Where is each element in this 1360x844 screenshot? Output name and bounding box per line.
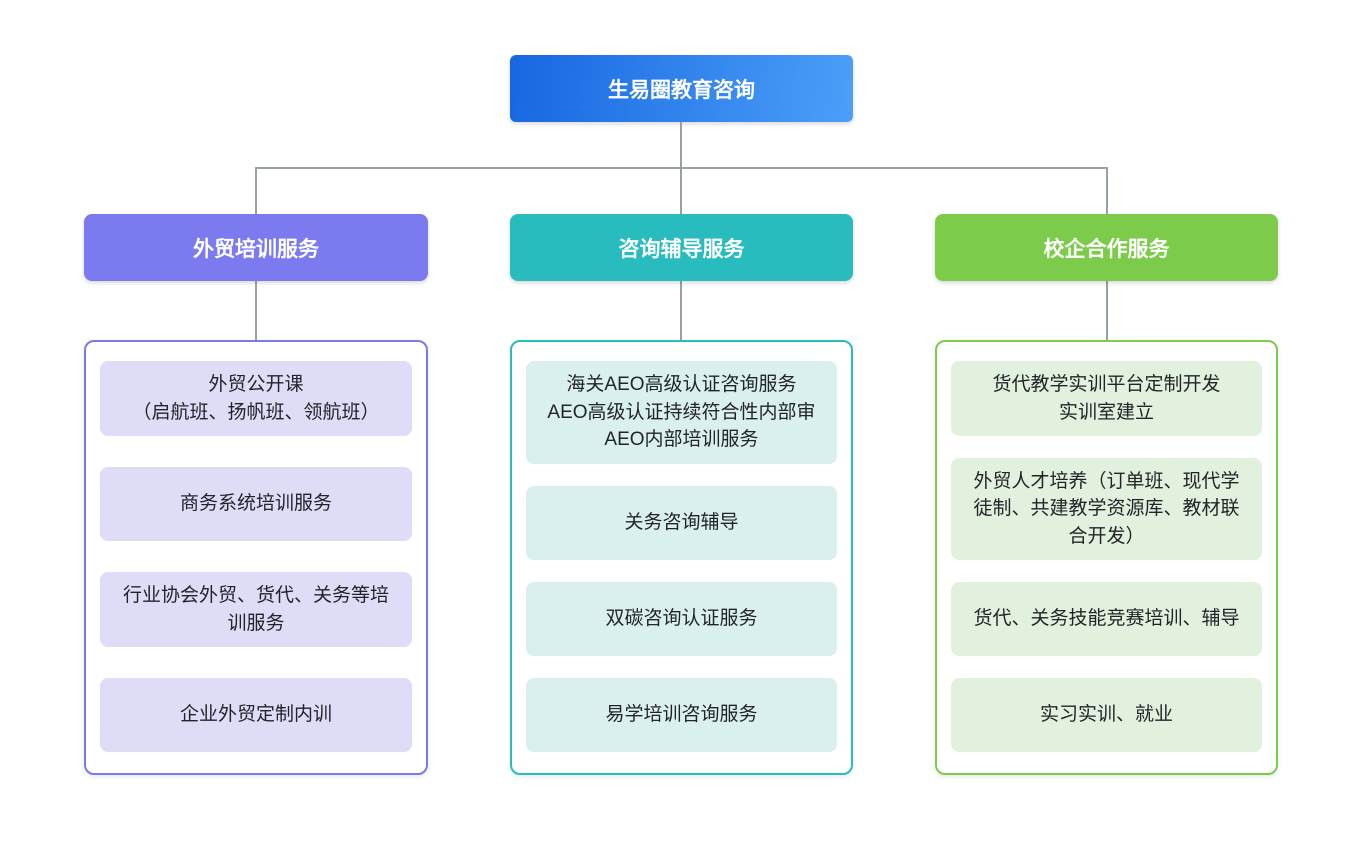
leaf-item: 货代教学实训平台定制开发 实训室建立 (951, 361, 1262, 437)
connector-drop-right (1106, 167, 1108, 214)
branch-node-trade-training: 外贸培训服务 (84, 214, 428, 281)
branch-node-consulting: 咨询辅导服务 (510, 214, 853, 281)
connector-branch-left-stem (255, 281, 257, 340)
connector-branch-middle-stem (680, 281, 682, 340)
leaf-item: 海关AEO高级认证咨询服务 AEO高级认证持续符合性内部审 AEO内部培训服务 (526, 361, 837, 464)
leaf-item: 双碳咨询认证服务 (526, 581, 837, 656)
leaf-item: 实习实训、就业 (951, 677, 1262, 752)
group-trade-training: 外贸公开课 （启航班、扬帆班、领航班） 商务系统培训服务 行业协会外贸、货代、关… (84, 340, 428, 775)
group-consulting: 海关AEO高级认证咨询服务 AEO高级认证持续符合性内部审 AEO内部培训服务 … (510, 340, 853, 775)
leaf-item: 关务咨询辅导 (526, 485, 837, 560)
connector-drop-middle (680, 167, 682, 214)
leaf-item: 货代、关务技能竞赛培训、辅导 (951, 582, 1262, 657)
connector-branch-right-stem (1106, 281, 1108, 340)
branch-node-school-enterprise: 校企合作服务 (935, 214, 1278, 281)
leaf-item: 外贸公开课 （启航班、扬帆班、领航班） (100, 361, 412, 437)
root-node: 生易圈教育咨询 (510, 55, 853, 122)
leaf-item: 外贸人才培养（订单班、现代学徒制、共建教学资源库、教材联合开发） (951, 457, 1262, 561)
connector-drop-left (255, 167, 257, 214)
leaf-item: 易学培训咨询服务 (526, 677, 837, 752)
leaf-item: 行业协会外贸、货代、关务等培训服务 (100, 571, 412, 648)
connector-root-stem (680, 122, 682, 168)
leaf-item: 企业外贸定制内训 (100, 678, 412, 752)
group-school-enterprise: 货代教学实训平台定制开发 实训室建立 外贸人才培养（订单班、现代学徒制、共建教学… (935, 340, 1278, 775)
leaf-item: 商务系统培训服务 (100, 467, 412, 542)
